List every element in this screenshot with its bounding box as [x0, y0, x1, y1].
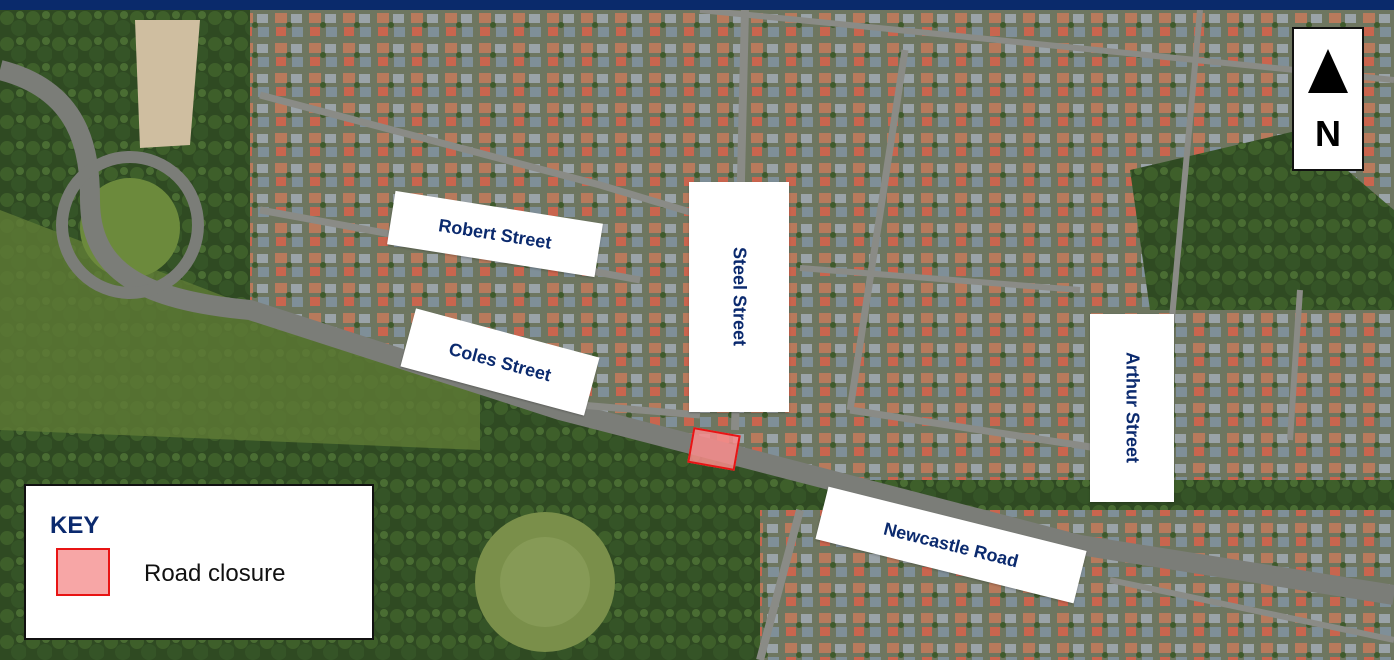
north-label: N: [1315, 113, 1341, 154]
key-title: KEY: [50, 512, 100, 539]
aerial-map[interactable]: Robert Street Coles Street Steel Street …: [0, 10, 1394, 660]
north-arrow-icon: [1308, 49, 1348, 93]
north-arrow: N: [1292, 27, 1364, 171]
arthur-street-text: Arthur Street: [1122, 352, 1143, 464]
steel-street-text: Steel Street: [729, 247, 750, 347]
map-key: KEY Road closure: [24, 484, 374, 640]
header-bar: [0, 0, 1394, 10]
steel-street-label: Steel Street: [689, 182, 789, 412]
road-closure-key-label: Road closure: [144, 560, 286, 587]
coles-street-text: Coles Street: [446, 338, 554, 385]
robert-street-text: Robert Street: [437, 214, 553, 253]
arthur-street-label: Arthur Street: [1090, 314, 1174, 502]
road-closure-swatch: [56, 548, 110, 596]
